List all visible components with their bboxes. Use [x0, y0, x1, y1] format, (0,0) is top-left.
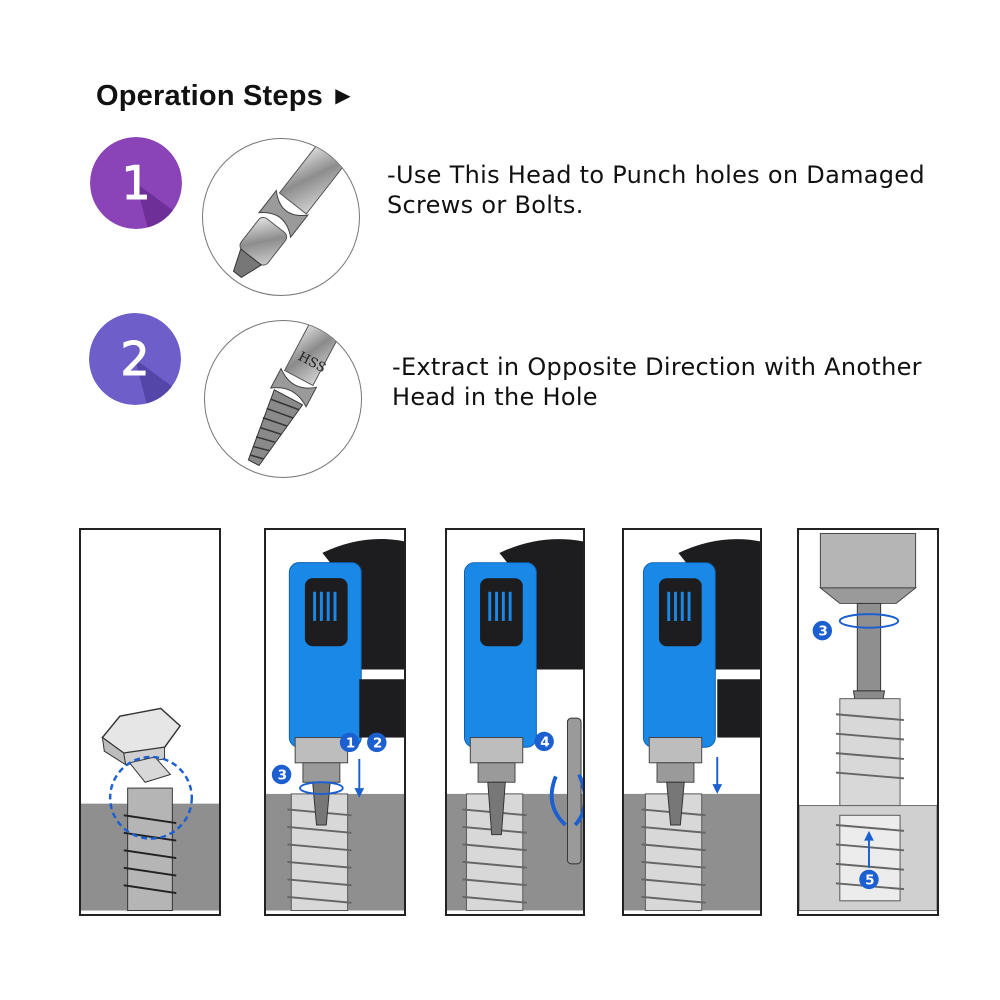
extracting-illustration: 4	[447, 539, 583, 911]
play-arrow-icon: ▶	[335, 85, 351, 107]
withdraw-illustration: 3 5	[799, 532, 937, 912]
step-2-badge: 2	[89, 313, 181, 405]
panel-damaged-bolt	[79, 528, 221, 916]
marker-3b: 3	[818, 624, 827, 640]
page-title: Operation Steps ▶	[96, 80, 351, 113]
step-2-line-2: Head in the Hole	[392, 383, 598, 411]
extractor-head-icon: HSS	[247, 321, 344, 467]
marker-4: 4	[540, 734, 549, 750]
marker-5: 5	[865, 872, 874, 888]
marker-1: 1	[346, 735, 355, 751]
title-text: Operation Steps	[96, 80, 323, 112]
marker-2: 2	[373, 735, 382, 751]
damaged-bolt-illustration	[81, 707, 219, 912]
step-2-description: -Extract in Opposite Direction with Anot…	[392, 352, 922, 412]
step-1-number: 1	[121, 156, 151, 211]
panel-withdraw: 3 5	[797, 528, 939, 916]
punch-head-image	[202, 138, 360, 296]
drilling-illustration: 1 2 3	[266, 539, 404, 912]
extractor-head-image: HSS	[204, 320, 362, 478]
step-2-number: 2	[120, 332, 150, 387]
punch-head-icon	[232, 139, 351, 279]
step-1-description: -Use This Head to Punch holes on Damaged…	[387, 160, 925, 220]
step-1-line-1: -Use This Head to Punch holes on Damaged	[387, 161, 925, 189]
step-1-badge: 1	[90, 137, 182, 229]
panel-drilling: 1 2 3	[264, 528, 406, 916]
reverse-illustration	[624, 539, 760, 911]
marker-3: 3	[278, 767, 287, 783]
panel-reverse	[622, 528, 762, 916]
step-1-line-2: Screws or Bolts.	[387, 191, 584, 219]
step-2-line-1: -Extract in Opposite Direction with Anot…	[392, 353, 922, 381]
panel-extracting: 4	[445, 528, 585, 916]
